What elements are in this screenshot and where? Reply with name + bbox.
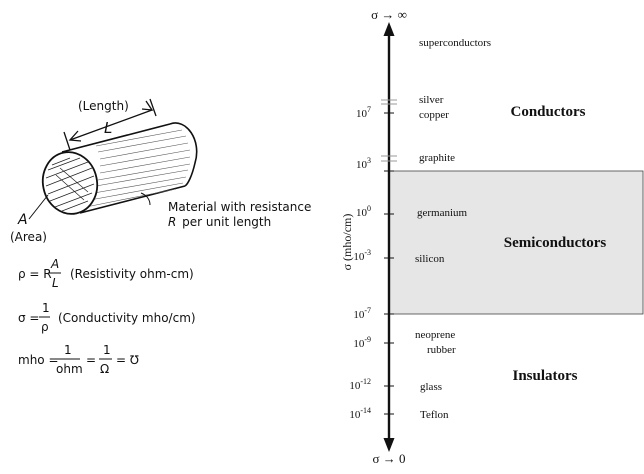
conductivity-formula: σ = 1 ρ (Conductivity mho/cm) (18, 301, 196, 334)
area-pointer-line (28, 194, 49, 220)
mho-formula: mho = 1 ohm = 1 Ω = ℧ (18, 343, 139, 376)
sigma-zero-label: σ → 0 (372, 451, 405, 466)
material-teflon: Teflon (420, 409, 449, 421)
tick-label-1e7: 107 (356, 105, 371, 120)
length-symbol: L (104, 119, 112, 137)
tick-label-1e0: 100 (356, 204, 371, 219)
material-pointer-line (140, 192, 151, 206)
material-silver: silver (419, 94, 444, 106)
semiconductor-band (388, 170, 644, 315)
material-rubber: rubber (427, 344, 456, 356)
material-neoprene: neoprene (415, 329, 455, 341)
material-label-symbol: R per unit length (168, 215, 271, 229)
tick-label-1e-14: 10-14 (349, 406, 371, 421)
conductivity-denominator: ρ (41, 320, 49, 334)
conductivity-numerator: 1 (42, 301, 50, 315)
conductivity-description: (Conductivity mho/cm) (58, 311, 196, 325)
mho-numerator-2: 1 (103, 343, 111, 357)
material-marker-ticks (381, 99, 397, 162)
material-labels: superconductors silver copper graphite g… (415, 37, 491, 421)
sigma-infinity-label: σ → ∞ (371, 7, 407, 22)
axis-title: σ (mho/cm) (340, 214, 354, 271)
resistivity-formula: ρ = R A L (Resistivity ohm-cm) (18, 257, 194, 290)
material-graphite: graphite (419, 152, 455, 164)
mho-lhs: mho = (18, 353, 59, 367)
tick-label-1e3: 103 (356, 156, 371, 171)
material-glass: glass (420, 381, 442, 393)
area-symbol: A (17, 212, 28, 228)
region-conductors: Conductors (510, 104, 585, 120)
mho-numerator-1: 1 (64, 343, 72, 357)
material-germanium: germanium (417, 207, 468, 219)
axis-bottom-arrowhead (383, 438, 395, 452)
tick-label-1e-9: 10-9 (353, 335, 371, 350)
length-dimension-arrow (63, 98, 157, 151)
mho-denominator-1: ohm (56, 362, 83, 376)
tick-labels: 107 103 100 10-3 10-7 10-9 10-12 10-14 (349, 105, 371, 421)
axis-top-arrowhead (383, 22, 395, 36)
mho-denominator-2: Ω (100, 362, 109, 376)
tick-label-1e-3: 10-3 (353, 248, 371, 263)
tick-label-1e-7: 10-7 (353, 306, 371, 321)
material-copper: copper (419, 109, 449, 121)
area-label: (Area) (10, 230, 47, 244)
resistivity-lhs: ρ = R (18, 267, 52, 281)
region-semiconductors: Semiconductors (504, 235, 607, 251)
decade-ticks (384, 112, 394, 415)
conductivity-lhs: σ = (18, 311, 39, 325)
region-insulators: Insulators (512, 368, 577, 384)
length-label: (Length) (78, 99, 129, 113)
mho-tail: = ℧ (116, 353, 139, 367)
mho-equals: = (86, 353, 96, 367)
material-silicon: silicon (415, 253, 445, 265)
material-superconductors: superconductors (419, 37, 491, 49)
resistivity-numerator: A (50, 257, 59, 271)
resistivity-denominator: L (52, 276, 59, 290)
conductivity-axis (383, 22, 395, 452)
material-label-line1: Material with resistance (168, 200, 311, 214)
cylinder-illustration (41, 122, 198, 215)
tick-label-1e-12: 10-12 (349, 377, 371, 392)
resistivity-description: (Resistivity ohm-cm) (70, 267, 194, 281)
